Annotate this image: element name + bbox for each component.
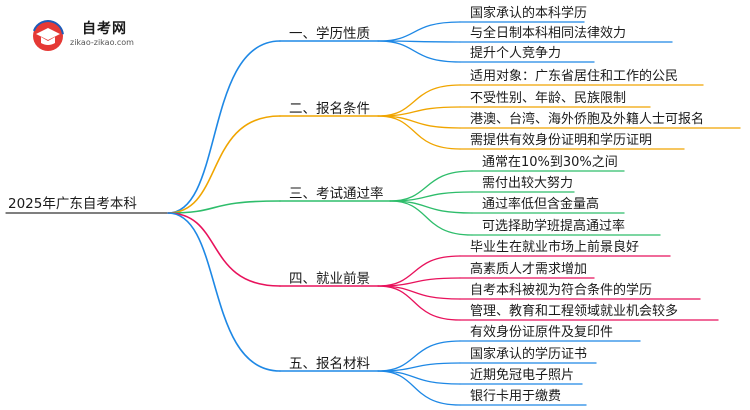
branch-1-item[interactable]: 国家承认的本科学历	[470, 6, 588, 21]
item-connector	[389, 200, 473, 236]
item-connector	[377, 285, 461, 300]
branch-5-item[interactable]: 国家承认的学历证书	[470, 347, 588, 362]
branch-3-item[interactable]: 通常在10%到30%之间	[482, 155, 618, 170]
item-connector	[377, 277, 461, 287]
branch-3-label[interactable]: 三、考试通过率	[289, 186, 384, 202]
item-connector	[377, 115, 461, 150]
branch-5-item[interactable]: 近期免冠电子照片	[470, 368, 575, 383]
branch-2-label[interactable]: 二、报名条件	[289, 101, 370, 117]
branch-connector	[167, 115, 281, 214]
branch-1-item[interactable]: 与全日制本科相同法律效力	[470, 26, 627, 41]
branch-3-item[interactable]: 需付出较大努力	[482, 176, 574, 191]
root-topic[interactable]: 2025年广东自考本科	[8, 196, 137, 212]
site-logo[interactable]: 自考网 zikao-zikao.com	[30, 18, 160, 58]
item-connector	[377, 340, 461, 372]
branch-5-item[interactable]: 银行卡用于缴费	[470, 389, 562, 404]
item-connector	[377, 370, 461, 406]
branch-4-item[interactable]: 高素质人才需求增加	[470, 262, 588, 277]
branch-4-item[interactable]: 自考本科被视为符合条件的学历	[470, 283, 653, 298]
item-connector	[389, 191, 473, 202]
branch-connector	[167, 212, 281, 287]
branch-4-label[interactable]: 四、就业前景	[289, 271, 370, 287]
branch-2-item[interactable]: 适用对象：广东省居住和工作的公民	[470, 69, 679, 84]
item-connector	[377, 285, 461, 321]
branch-5-item[interactable]: 有效身份证原件及复印件	[470, 325, 614, 340]
logo-url: zikao-zikao.com	[70, 38, 134, 47]
branch-3-item[interactable]: 通过率低但含金量高	[482, 197, 600, 212]
item-connector	[377, 84, 461, 117]
branch-4-item[interactable]: 毕业生在就业市场上前景良好	[470, 240, 640, 255]
branch-connector	[167, 212, 281, 372]
logo-title: 自考网	[82, 21, 127, 37]
branch-2-item[interactable]: 不受性别、年龄、民族限制	[470, 91, 627, 106]
branch-2-item[interactable]: 需提供有效身份证明和学历证明	[470, 133, 653, 148]
graduation-cap-icon	[32, 20, 64, 52]
branch-1-label[interactable]: 一、学历性质	[289, 26, 370, 42]
item-connector	[377, 21, 461, 42]
branch-1-item[interactable]: 提升个人竞争力	[470, 46, 562, 61]
branch-connector	[167, 40, 281, 214]
item-connector	[377, 106, 461, 117]
item-connector	[377, 362, 461, 372]
item-connector	[377, 370, 461, 385]
branch-5-label[interactable]: 五、报名材料	[289, 356, 370, 372]
item-connector	[389, 170, 473, 202]
branch-4-item[interactable]: 管理、教育和工程领域就业机会较多	[470, 304, 679, 319]
item-connector	[377, 255, 461, 287]
branch-connector	[167, 200, 281, 214]
branch-2-item[interactable]: 港澳、台湾、海外侨胞及外籍人士可报名	[470, 112, 705, 127]
branch-3-item[interactable]: 可选择助学班提高通过率	[482, 219, 626, 234]
item-connector	[377, 40, 461, 63]
